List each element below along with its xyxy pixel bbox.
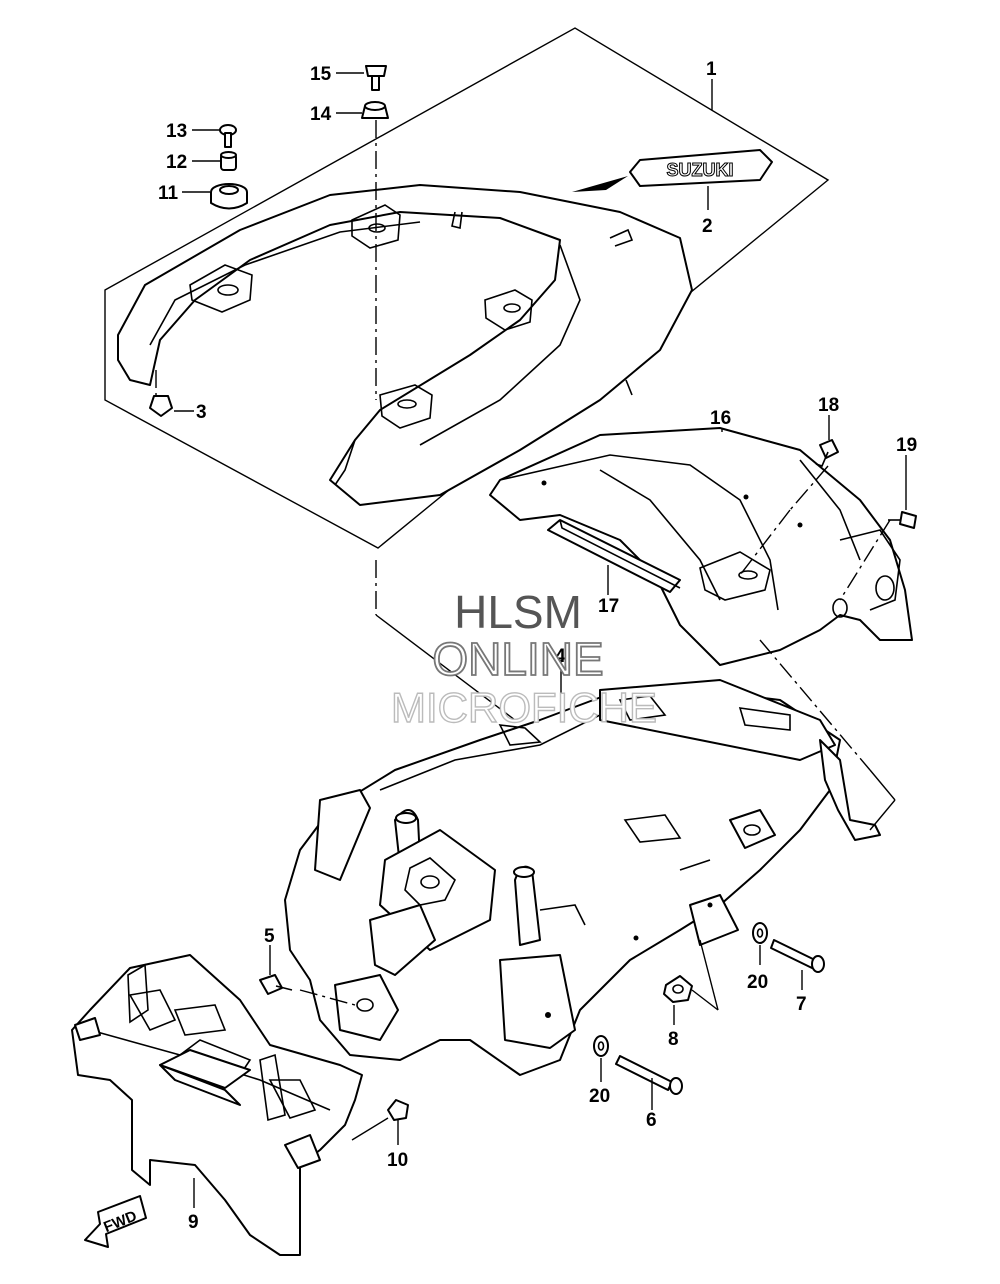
callout-7: 7 (796, 994, 807, 1015)
washer-20b (593, 1035, 609, 1057)
seal-strip-17 (547, 519, 681, 593)
callout-13: 13 (166, 121, 187, 142)
rear-fender-lower (284, 679, 881, 1076)
callout-20b: 20 (589, 1086, 610, 1107)
cushion-3 (149, 395, 173, 417)
callout-11: 11 (158, 183, 179, 204)
callout-12: 12 (166, 152, 187, 173)
bolt-6 (615, 1055, 683, 1095)
watermark-line-2: ONLINE (432, 633, 603, 685)
seat-tail-cover (117, 184, 693, 506)
watermark-line-3: MICROFICHE (391, 684, 657, 731)
callout-10: 10 (387, 1150, 408, 1171)
callout-19: 19 (896, 435, 917, 456)
watermark: HLSM ONLINE MICROFICHE (390, 586, 657, 732)
callout-5: 5 (264, 926, 275, 947)
washer-20a (752, 922, 768, 944)
forward-direction-arrow: FWD (84, 1195, 147, 1248)
bolt-15 (365, 65, 387, 91)
callout-20a: 20 (747, 972, 768, 993)
bushing-12 (220, 151, 237, 171)
rear-fender-upper (489, 427, 913, 666)
callout-3: 3 (196, 402, 207, 423)
suzuki-emblem: SUZUKI (572, 149, 773, 192)
screw-19 (888, 511, 917, 529)
bolt-7 (770, 939, 825, 973)
callout-17: 17 (598, 596, 619, 617)
callout-15: 15 (310, 64, 332, 85)
callout-8: 8 (668, 1029, 679, 1050)
watermark-line-1: HLSM (454, 586, 582, 638)
clip-10 (387, 1099, 409, 1121)
callout-2: 2 (702, 216, 713, 237)
cushion-14 (361, 101, 389, 119)
screw-13 (219, 124, 237, 148)
leader-lines (155, 72, 907, 1208)
emblem-text: SUZUKI (667, 160, 734, 180)
callout-9: 9 (188, 1212, 199, 1233)
callout-6: 6 (646, 1110, 657, 1131)
callout-16: 16 (710, 408, 731, 429)
mud-guard (71, 954, 363, 1256)
callout-14: 14 (310, 104, 332, 125)
callout-4: 4 (555, 646, 566, 667)
bolt-18 (815, 439, 839, 467)
bolt-5 (259, 974, 293, 995)
emblem-pointer (572, 176, 628, 192)
nut-8 (663, 975, 693, 1003)
callout-1: 1 (706, 59, 717, 80)
callout-18: 18 (818, 395, 839, 416)
callout-labels: 1 2 3 4 5 6 7 8 9 10 11 12 13 14 15 16 1… (158, 59, 917, 1233)
collar-11 (210, 183, 248, 210)
